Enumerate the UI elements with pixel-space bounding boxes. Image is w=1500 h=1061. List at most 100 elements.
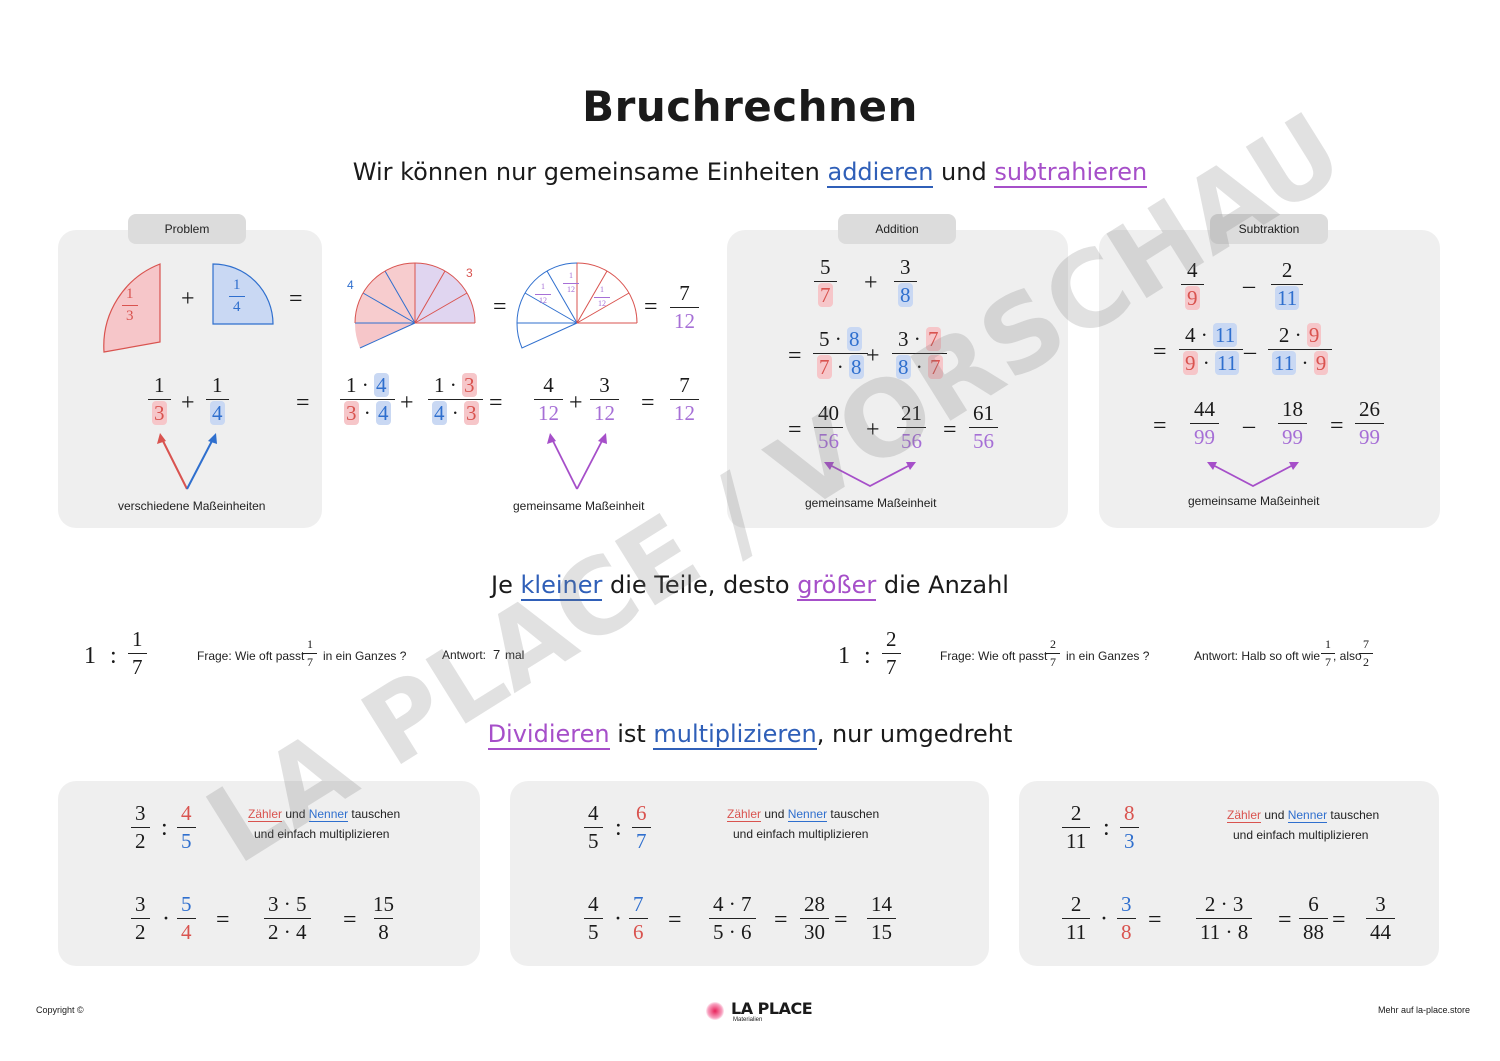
plus-sign: + — [569, 390, 583, 416]
label-gemeinsame: gemeinsame Maßeinheit — [1188, 494, 1320, 508]
antwort-value: 7 — [493, 647, 501, 662]
fan-overlay — [354, 262, 476, 349]
fan-twelfths — [516, 262, 638, 349]
heading-text: und — [933, 158, 995, 186]
tausch-hint-line2: und einfach multiplizieren — [254, 827, 390, 841]
problem-pies — [103, 263, 274, 353]
equals-sign: = — [1278, 907, 1292, 933]
equals-sign: = — [289, 286, 303, 312]
equals-sign: = — [668, 907, 682, 933]
heading-text: die Teile, desto — [602, 571, 798, 599]
heading-einheiten: Wir können nur gemeinsame Einheiten addi… — [0, 158, 1500, 188]
antwort-mal: mal — [505, 648, 525, 662]
heading-teile: Je kleiner die Teile, desto größer die A… — [0, 571, 1500, 601]
heading-kleiner: kleiner — [520, 571, 603, 601]
fan-label-three: 3 — [466, 266, 473, 280]
colon: : — [615, 815, 622, 841]
minus-sign: – — [1243, 273, 1255, 299]
dot: · — [1100, 906, 1108, 932]
addition-arrows — [824, 462, 916, 488]
fraction-expanded: 1 · 3 4 · 3 — [428, 373, 483, 426]
heading-addieren: addieren — [827, 158, 934, 188]
heading-multiplizieren: multiplizieren — [653, 720, 817, 750]
frage-ganzes: in ein Ganzes ? — [1066, 649, 1150, 663]
plus-sign: + — [864, 270, 878, 296]
equals-sign: = — [834, 907, 848, 933]
sub-expanded-a: 4 · 11 9 · 11 — [1179, 323, 1244, 376]
more-link[interactable]: Mehr auf la-place.store — [1378, 1005, 1471, 1015]
plus-sign: + — [181, 390, 195, 416]
division-box-2 — [510, 781, 989, 966]
heading-subtrahieren: subtrahieren — [994, 158, 1148, 188]
minus-sign: – — [1243, 413, 1255, 439]
plus-sign: + — [866, 417, 880, 443]
brand-sub: Materialien — [733, 1017, 763, 1023]
tausch-hint-line2: und einfach multiplizieren — [733, 827, 869, 841]
heading-text: die Anzahl — [876, 571, 1009, 599]
equals-sign: = — [489, 390, 503, 416]
label-gemeinsame: gemeinsame Maßeinheit — [805, 496, 937, 510]
tausch-hint: Zähler und Nenner tauschen — [727, 807, 880, 822]
division-box-3 — [1019, 781, 1439, 966]
fraction-expanded: 1 · 4 3 · 4 — [340, 373, 395, 426]
equals-sign: = — [788, 343, 802, 369]
antwort-label: Antwort: — [442, 648, 487, 662]
equals-sign: = — [788, 417, 802, 443]
problem-arrows — [157, 433, 607, 490]
tab-subtraktion: Subtraktion — [1210, 214, 1328, 244]
pie-quarter — [212, 263, 274, 325]
addition-panel — [727, 230, 1068, 528]
equals-sign: = — [493, 294, 507, 320]
division-box-1 — [58, 781, 480, 966]
heading-groesser: größer — [797, 571, 877, 601]
sub-expanded-b: 2 · 9 11 · 9 — [1268, 323, 1333, 376]
problem-panel — [58, 230, 322, 528]
colon: : — [864, 643, 871, 669]
add-expanded-a: 5 · 8 7 · 8 — [813, 327, 868, 380]
heading-text: Je — [491, 571, 521, 599]
tausch-hint-line2: und einfach multiplizieren — [1233, 828, 1369, 842]
tausch-hint: Zähler und Nenner tauschen — [248, 807, 401, 822]
colon: : — [1103, 815, 1110, 841]
number-one: 1 — [838, 643, 850, 669]
pie-third — [103, 263, 161, 353]
number-one: 1 — [84, 643, 96, 669]
frage-ganzes: in ein Ganzes ? — [323, 649, 407, 663]
fan-label-four: 4 — [347, 278, 354, 292]
dot: · — [614, 906, 622, 932]
fan-diagrams — [354, 262, 638, 349]
tausch-hint: Zähler und Nenner tauschen — [1227, 808, 1380, 823]
heading-dividieren-word: Dividieren — [487, 720, 610, 750]
equals-sign: = — [1153, 413, 1167, 439]
